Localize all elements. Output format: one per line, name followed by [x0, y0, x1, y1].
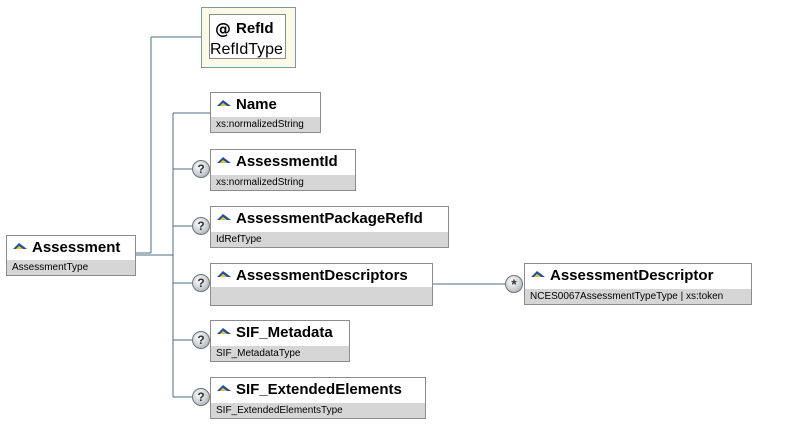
element-name: SIF_ExtendedElements	[236, 380, 402, 398]
element-type: SIF_ExtendedElementsType	[211, 403, 425, 418]
element-name: AssessmentDescriptors	[236, 266, 408, 284]
element-box-assessment-descriptor[interactable]: AssessmentDescriptor NCES0067AssessmentT…	[524, 263, 752, 305]
attribute-name: RefId	[236, 19, 274, 37]
attribute-box[interactable]: @ RefId RefIdType	[209, 14, 286, 59]
optional-icon: ?	[192, 160, 210, 178]
element-name: Name	[236, 95, 277, 113]
root-element-type: AssessmentType	[7, 260, 135, 275]
attribute-type: RefIdType	[210, 41, 283, 58]
element-icon	[217, 157, 231, 163]
element-box-sif-metadata[interactable]: SIF_Metadata SIF_MetadataType	[210, 320, 350, 362]
attribute-group: @ RefId RefIdType	[201, 7, 296, 68]
multiplicity-icon: *	[505, 275, 523, 293]
root-element-name: Assessment	[32, 238, 121, 256]
element-icon	[13, 243, 27, 249]
element-icon	[217, 271, 231, 277]
element-box-assessment-package-ref-id[interactable]: AssessmentPackageRefId IdRefType	[210, 206, 449, 248]
element-name: AssessmentId	[236, 152, 338, 170]
element-type: SIF_MetadataType	[211, 346, 349, 361]
optional-icon: ?	[192, 274, 210, 292]
element-icon	[217, 385, 231, 391]
element-name: AssessmentPackageRefId	[236, 209, 423, 227]
element-type: NCES0067AssessmentTypeType | xs:token	[525, 289, 751, 304]
root-element-box[interactable]: Assessment AssessmentType	[6, 235, 136, 276]
element-box-name[interactable]: Name xs:normalizedString	[210, 92, 321, 133]
attribute-icon: @	[215, 18, 231, 38]
element-name: AssessmentDescriptor	[550, 266, 714, 284]
element-type: IdRefType	[211, 232, 448, 247]
element-icon	[217, 328, 231, 334]
element-type	[211, 287, 432, 305]
element-icon	[531, 271, 545, 277]
optional-icon: ?	[192, 388, 210, 406]
element-box-assessment-descriptors[interactable]: AssessmentDescriptors	[210, 263, 433, 306]
optional-icon: ?	[192, 217, 210, 235]
optional-icon: ?	[192, 331, 210, 349]
element-type: xs:normalizedString	[211, 175, 355, 190]
element-name: SIF_Metadata	[236, 323, 333, 341]
element-box-assessment-id[interactable]: AssessmentId xs:normalizedString	[210, 149, 356, 191]
element-type: xs:normalizedString	[211, 117, 320, 132]
element-icon	[217, 100, 231, 106]
element-icon	[217, 214, 231, 220]
element-box-sif-extended-elements[interactable]: SIF_ExtendedElements SIF_ExtendedElement…	[210, 377, 426, 419]
